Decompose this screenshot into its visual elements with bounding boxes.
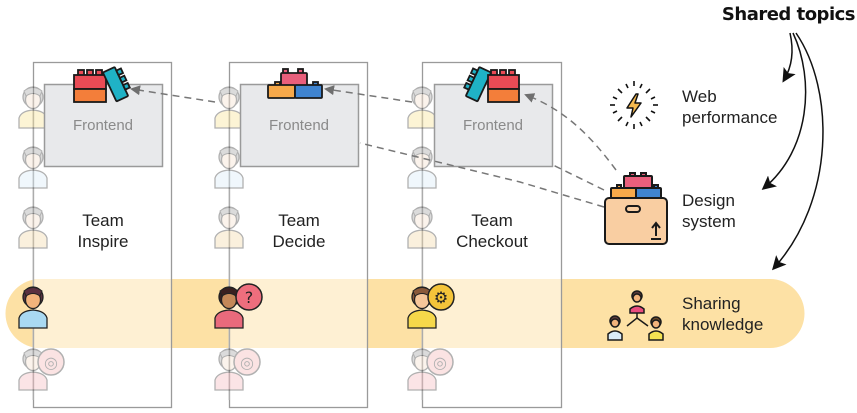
gear-badge-icon: ⚙	[427, 283, 455, 311]
svg-text:?: ?	[245, 288, 254, 307]
shared-topics-arrows	[761, 32, 824, 271]
sharing-knowledge-band	[5, 279, 805, 348]
topic-label-line2: performance	[682, 108, 778, 127]
shared-topics-title: Shared topics	[721, 4, 856, 25]
target-badge-icon: ◎	[37, 348, 65, 376]
box-with-blocks-icon	[604, 172, 668, 245]
topic-web-performance-label: Web performance	[682, 86, 777, 128]
svg-text:◎: ◎	[433, 353, 447, 372]
faded-team-member	[214, 348, 244, 391]
svg-text:◎: ◎	[44, 353, 58, 372]
team-inspire-label: Team Inspire	[33, 210, 173, 252]
topic-label-line2: system	[682, 212, 736, 231]
team-decide-label: Team Decide	[229, 210, 369, 252]
team-label-line2: Inspire	[77, 232, 129, 251]
topic-label-line2: knowledge	[682, 315, 764, 334]
faded-team-member	[18, 348, 48, 391]
lego-blocks-icon	[73, 66, 131, 103]
question-badge-icon: ?	[235, 283, 263, 311]
team-label-line1: Team	[82, 211, 124, 230]
svg-text:⚙: ⚙	[434, 288, 448, 307]
faded-team-member	[18, 146, 48, 189]
frontend-label-inspire: Frontend	[72, 117, 134, 134]
faded-team-member	[407, 86, 437, 129]
lightning-icon	[610, 81, 658, 129]
frontend-label-checkout: Frontend	[462, 117, 524, 134]
team-checkout-label: Team Checkout	[422, 210, 562, 252]
faded-team-member	[407, 146, 437, 189]
lego-blocks-icon	[267, 68, 323, 99]
lego-blocks-icon	[463, 66, 520, 103]
faded-team-member	[18, 206, 48, 249]
design-system-arrows	[130, 85, 617, 208]
topic-design-system-label: Design system	[682, 190, 736, 232]
team-label-line1: Team	[471, 211, 513, 230]
team-label-line1: Team	[278, 211, 320, 230]
faded-team-member	[18, 86, 48, 129]
faded-team-member	[214, 86, 244, 129]
target-badge-icon: ◎	[233, 348, 261, 376]
topic-label-line1: Sharing	[682, 294, 741, 313]
people-network-icon	[607, 290, 664, 341]
topic-label-line1: Web	[682, 87, 717, 106]
faded-team-members: ◎ ◎ ◎	[18, 86, 454, 391]
faded-team-member	[407, 348, 437, 391]
specialists: ?⚙	[18, 283, 455, 329]
topic-sharing-knowledge-label: Sharing knowledge	[682, 293, 763, 335]
team-label-line2: Decide	[272, 232, 326, 251]
topic-label-line1: Design	[682, 191, 735, 210]
specialist-checkout	[407, 286, 437, 329]
target-badge-icon: ◎	[426, 348, 454, 376]
faded-team-member	[214, 206, 244, 249]
team-label-line2: Checkout	[456, 232, 528, 251]
faded-team-member	[214, 146, 244, 189]
svg-text:◎: ◎	[240, 353, 254, 372]
faded-team-member	[407, 206, 437, 249]
frontend-label-decide: Frontend	[268, 117, 330, 134]
specialist-decide	[214, 286, 244, 329]
specialist-inspire	[18, 286, 48, 329]
